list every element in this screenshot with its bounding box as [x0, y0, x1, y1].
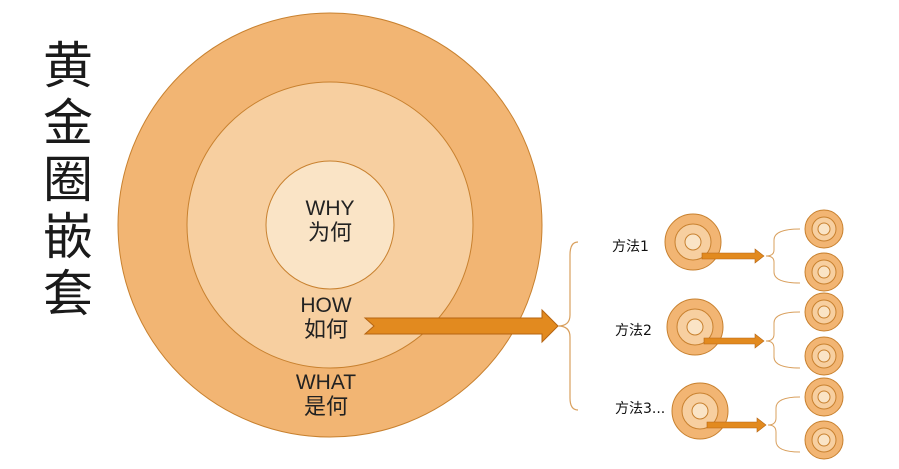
title-char: 嵌: [43, 208, 93, 266]
method-3-sub-circle-b: [804, 420, 844, 460]
method-3-circle: [671, 382, 729, 440]
method-2-arrow: [703, 333, 765, 349]
methods-bracket: [557, 241, 579, 411]
title-char: 圈: [43, 151, 93, 209]
method-1-circle: [664, 213, 722, 271]
why-label-en: WHY: [305, 197, 355, 220]
how-label-en: HOW: [300, 294, 352, 317]
title-char: 金: [43, 94, 93, 152]
what-label: WHAT 是何: [276, 370, 376, 422]
method-2-sub-circle-b: [804, 336, 844, 376]
why-label-zh: 为何: [307, 221, 352, 247]
method-3-bracket: [767, 396, 801, 453]
method-2-bracket: [765, 311, 801, 369]
how-label: HOW 如何: [276, 293, 376, 345]
how-label-zh: 如何: [303, 318, 348, 344]
what-label-en: WHAT: [295, 371, 357, 394]
method-1-label: 方法1: [612, 239, 649, 255]
method-2-sub-circle-a: [804, 292, 844, 332]
method-1-bracket: [765, 228, 801, 284]
how-arrow: [363, 308, 559, 344]
title-char: 黄: [43, 37, 93, 95]
method-1-sub-circle-b: [804, 252, 844, 292]
method-2-circle: [666, 298, 724, 356]
why-label: WHY 为何: [280, 196, 380, 248]
vertical-title: 黄 金 圈 嵌 套: [28, 38, 108, 323]
method-3-arrow: [706, 417, 767, 433]
why-circle: [265, 160, 395, 290]
method-3-sub-circle-a: [804, 377, 844, 417]
title-char: 套: [43, 265, 93, 323]
method-2-label: 方法2: [615, 323, 652, 339]
method-1-sub-circle-a: [804, 209, 844, 249]
what-label-zh: 是何: [303, 395, 348, 421]
method-1-arrow: [701, 248, 765, 264]
method-3-label: 方法3...: [615, 401, 666, 417]
